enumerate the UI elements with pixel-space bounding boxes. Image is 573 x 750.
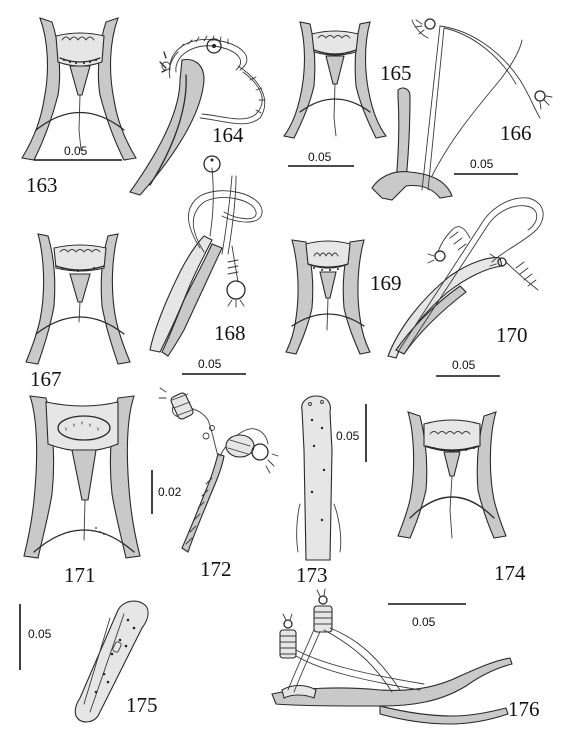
figure-166-drawing xyxy=(371,18,553,201)
scale-label-165: 0.05 xyxy=(308,150,332,164)
figure-174-drawing xyxy=(397,411,507,539)
figure-label-170: 170 xyxy=(496,323,528,347)
figure-label-168: 168 xyxy=(214,321,246,345)
figure-label-175: 175 xyxy=(126,693,158,717)
figure-label-163: 163 xyxy=(26,173,58,197)
figure-176-drawing xyxy=(271,588,513,725)
figure-171-drawing xyxy=(23,395,141,559)
figure-label-172: 172 xyxy=(200,557,232,581)
scale-label-163: 0.05 xyxy=(64,144,88,158)
figure-169-drawing xyxy=(285,239,371,355)
figure-label-164: 164 xyxy=(212,123,244,147)
figure-label-165: 165 xyxy=(380,61,412,85)
figure-label-173: 173 xyxy=(296,563,328,587)
figure-label-169: 169 xyxy=(370,271,402,295)
scale-label-173: 0.05 xyxy=(336,429,360,443)
scale-label-168: 0.05 xyxy=(198,357,222,371)
figure-label-167: 167 xyxy=(30,367,62,391)
figure-163-drawing xyxy=(21,17,137,161)
figure-label-174: 174 xyxy=(494,561,526,585)
scale-label-170: 0.05 xyxy=(452,358,476,372)
scale-label-172: 0.02 xyxy=(158,485,182,499)
scale-label-175: 0.05 xyxy=(28,627,52,641)
scale-label-166: 0.05 xyxy=(470,157,494,171)
figure-172-drawing xyxy=(158,387,279,553)
figure-167-drawing xyxy=(25,233,131,365)
figure-168-drawing xyxy=(149,155,263,357)
figure-label-176: 176 xyxy=(508,697,540,721)
figure-label-171: 171 xyxy=(64,563,96,587)
figure-label-166: 166 xyxy=(500,121,532,145)
figure-165-drawing xyxy=(283,21,387,139)
figure-173-drawing xyxy=(296,395,342,561)
scale-label-176: 0.05 xyxy=(412,615,436,629)
figure-164-drawing xyxy=(129,35,266,196)
figure-170-drawing xyxy=(387,197,544,359)
figure-175-drawing xyxy=(74,600,149,723)
